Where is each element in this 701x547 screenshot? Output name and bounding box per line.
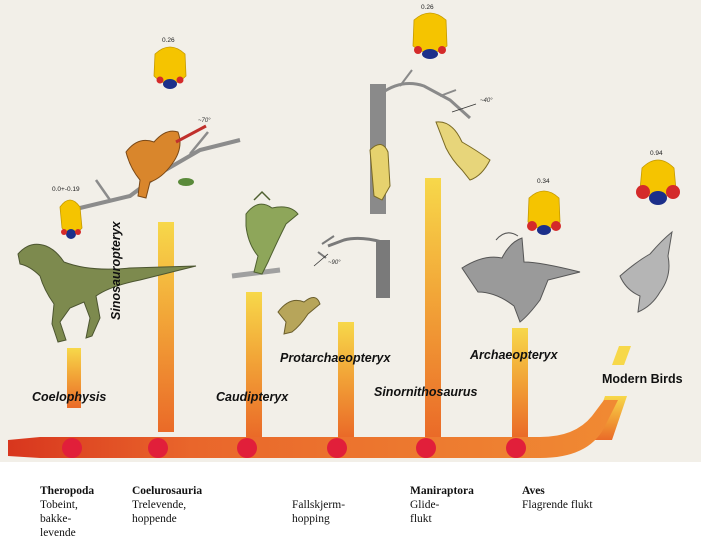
brain-value-sinosauropteryx: 0.26: [162, 37, 175, 44]
group-maniraptora-name: Maniraptora: [410, 484, 474, 498]
group-theropoda-name: Theropoda: [40, 484, 94, 498]
label-sinornithosaurus: Sinornithosaurus: [374, 385, 477, 399]
group-fallskjerm: Fallskjerm- hopping: [292, 498, 345, 526]
note-sinosauropteryx: ~70°: [198, 118, 211, 124]
caudipteryx-illustration: [232, 192, 298, 276]
note-protarchaeopteryx: ~90°: [328, 260, 341, 266]
archaeopteryx-illustration: [462, 233, 580, 322]
branch-caudipteryx: [246, 292, 262, 437]
brain-archaeopteryx: [527, 191, 561, 235]
evolution-diagram: 0.0+-0.19 0.26 0.26 0.34 0.94 ~70° ~90° …: [0, 0, 701, 462]
group-coelurosauria: Coelurosauria Trelevende, hoppende: [132, 484, 202, 526]
group-maniraptora-desc: Glide- flukt: [410, 498, 474, 526]
group-aves-desc: Flagrende flukt: [522, 498, 593, 512]
group-aves: Aves Flagrende flukt: [522, 484, 593, 512]
branch-sinornithosaurus: [425, 178, 441, 438]
label-modern-birds: Modern Birds: [602, 372, 683, 386]
group-theropoda: Theropoda Tobeint, bakke- levende: [40, 484, 94, 540]
modern-birds-tip: [612, 346, 631, 365]
node-caudipteryx: [237, 438, 257, 458]
brain-sinosauropteryx: [154, 47, 186, 89]
brain-value-sinornithosaurus: 0.26: [421, 4, 434, 11]
node-protarchaeopteryx: [327, 438, 347, 458]
node-theropoda: [62, 438, 82, 458]
branch-sinosauropteryx: [158, 222, 174, 432]
label-caudipteryx: Caudipteryx: [216, 390, 288, 404]
brain-value-archaeopteryx: 0.34: [537, 178, 550, 185]
modern-bird-illustration: [620, 232, 672, 312]
sinosauropteryx-illustration: [80, 126, 240, 208]
branch-archaeopteryx: [512, 328, 528, 438]
brain-coelophysis: [60, 200, 82, 239]
note-sinornithosaurus: ~40°: [480, 98, 493, 104]
protarchaeopteryx-illustration: [278, 236, 390, 334]
group-coelurosauria-desc: Trelevende, hoppende: [132, 498, 202, 526]
group-aves-name: Aves: [522, 484, 593, 498]
brain-sinornithosaurus: [413, 13, 447, 59]
brain-value-modern-birds: 0.94: [650, 150, 663, 157]
group-coelurosauria-name: Coelurosauria: [132, 484, 202, 498]
group-fallskjerm-desc: Fallskjerm- hopping: [292, 498, 345, 526]
branch-protarchaeopteryx: [338, 322, 354, 437]
group-maniraptora: Maniraptora Glide- flukt: [410, 484, 474, 526]
brain-value-coelophysis: 0.0+-0.19: [52, 186, 80, 193]
label-sinosauropteryx: Sinosauropteryx: [109, 221, 123, 320]
node-aves: [506, 438, 526, 458]
group-theropoda-desc: Tobeint, bakke- levende: [40, 498, 94, 540]
label-archaeopteryx: Archaeopteryx: [470, 348, 558, 362]
node-coelurosauria: [148, 438, 168, 458]
brain-modern-birds: [636, 160, 680, 205]
node-maniraptora: [416, 438, 436, 458]
label-protarchaeopteryx: Protarchaeopteryx: [280, 351, 390, 365]
label-coelophysis: Coelophysis: [32, 390, 106, 404]
